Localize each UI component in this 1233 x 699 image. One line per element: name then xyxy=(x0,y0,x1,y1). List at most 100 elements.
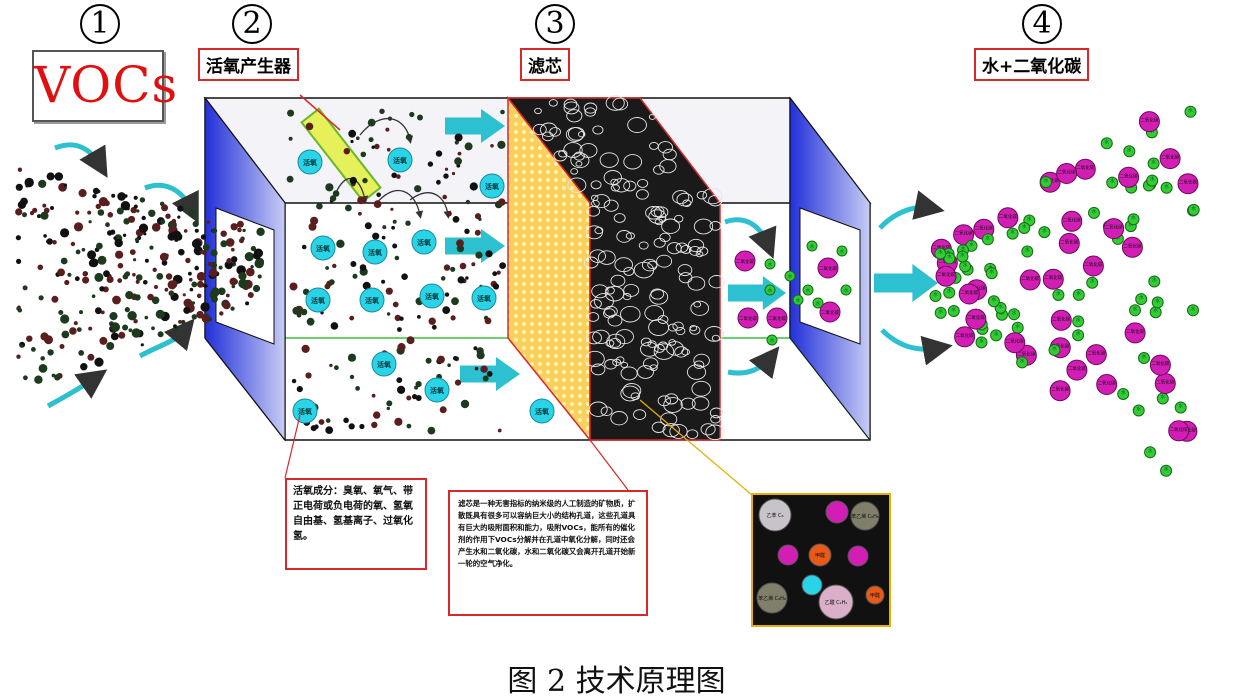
voc-particle xyxy=(113,236,117,240)
voc-particle xyxy=(15,208,23,216)
svg-text:二氧化碳: 二氧化碳 xyxy=(1156,379,1174,386)
voc-particle xyxy=(129,249,136,256)
svg-text:活氧: 活氧 xyxy=(377,360,391,369)
voc-particle xyxy=(168,290,175,297)
filter-pore xyxy=(588,401,608,417)
voc-particle xyxy=(141,215,146,221)
co2-molecule: 二氧化碳 xyxy=(1121,236,1143,258)
svg-text:水: 水 xyxy=(1132,305,1137,312)
voc-particle xyxy=(450,266,456,272)
voc-particle xyxy=(43,234,47,238)
svg-text:水: 水 xyxy=(1178,403,1183,410)
voc-particle xyxy=(100,310,105,315)
svg-text:二氧化碳: 二氧化碳 xyxy=(1161,154,1179,161)
svg-text:水: 水 xyxy=(769,337,774,344)
svg-text:水: 水 xyxy=(1056,290,1061,297)
voc-particle xyxy=(348,423,355,430)
water-molecule: 水 xyxy=(1151,296,1164,309)
voc-particle xyxy=(144,315,149,320)
co2-molecule: 二氧化碳 xyxy=(954,326,976,348)
voc-particle xyxy=(220,240,228,248)
svg-text:水: 水 xyxy=(1190,305,1195,312)
voc-particle xyxy=(405,220,411,226)
voc-particle xyxy=(490,144,494,148)
voc-particle xyxy=(406,336,415,345)
step-number-3: 3 xyxy=(535,4,575,44)
svg-text:水: 水 xyxy=(1139,294,1144,301)
voc-particle xyxy=(349,374,355,380)
svg-text:水: 水 xyxy=(1151,159,1156,166)
voc-particle xyxy=(218,265,223,270)
voc-particle xyxy=(40,356,45,361)
voc-particle xyxy=(385,287,393,295)
svg-text:水: 水 xyxy=(1160,394,1165,401)
co2-molecule: 二氧化碳 xyxy=(1168,420,1190,442)
filter-pore xyxy=(647,260,658,270)
vocs-title: VOCs xyxy=(34,56,179,114)
svg-text:水: 水 xyxy=(1043,177,1048,184)
voc-particle xyxy=(376,192,382,198)
filter-pore xyxy=(711,334,720,342)
svg-text:活氧: 活氧 xyxy=(368,248,382,257)
voc-particle xyxy=(329,195,337,202)
water-molecule: 水 xyxy=(1086,276,1099,289)
filter-pore xyxy=(638,241,649,250)
water-molecule: 水 xyxy=(1132,404,1145,417)
filter-pore xyxy=(625,232,635,240)
co2-molecule: 二氧化碳 xyxy=(935,265,957,287)
voc-particle xyxy=(94,272,104,282)
svg-text:水: 水 xyxy=(960,245,965,252)
co2-molecule: 二氧化碳 xyxy=(1149,354,1171,376)
voc-particle xyxy=(154,285,158,289)
svg-text:二氧化碳: 二氧化碳 xyxy=(768,315,786,322)
filter-pore xyxy=(657,341,669,351)
step-number-4: 4 xyxy=(1022,4,1062,44)
svg-text:水: 水 xyxy=(1091,208,1096,215)
filter-pore xyxy=(663,397,683,413)
filter-pore xyxy=(657,141,673,154)
filter-pore xyxy=(669,423,688,439)
filter-pore xyxy=(587,312,600,322)
voc-particle xyxy=(103,270,110,278)
svg-text:水: 水 xyxy=(938,308,943,315)
filter-pore xyxy=(584,107,597,117)
voc-particle xyxy=(316,202,323,210)
filter-pore xyxy=(584,350,605,367)
voc-particle xyxy=(156,273,164,280)
co2-molecule: 二氧化碳 xyxy=(734,250,756,272)
voc-particle xyxy=(367,118,376,127)
svg-text:二氧化碳: 二氧化碳 xyxy=(937,271,955,278)
water-molecule: 水 xyxy=(1156,392,1169,405)
voc-particle xyxy=(173,324,177,328)
voc-particle xyxy=(485,250,493,258)
voc-particle xyxy=(417,114,423,121)
voc-particle xyxy=(250,265,254,269)
voc-particle xyxy=(70,241,76,247)
active-oxygen-note: 活氧成分：臭氧、氧气、带正电荷或负电荷的氧、氢氧自由基、氢基离子、过氧化氢。 xyxy=(285,478,427,570)
voc-particle xyxy=(46,238,53,245)
voc-particle xyxy=(161,204,169,212)
voc-particle xyxy=(182,293,186,297)
voc-particle xyxy=(456,239,464,248)
voc-particle xyxy=(155,309,165,319)
svg-text:活氧: 活氧 xyxy=(535,407,549,416)
co2-molecule: 二氧化碳 xyxy=(1103,218,1125,240)
voc-particle xyxy=(492,283,500,290)
active-oxygen-molecules: 活氧活氧活氧活氧活氧活氧活氧活氧活氧活氧活氧活氧活氧活氧 xyxy=(292,147,555,424)
voc-particle xyxy=(310,216,319,225)
voc-particle xyxy=(334,365,339,371)
co2-molecule: 二氧化碳 xyxy=(1050,309,1072,331)
svg-text:二氧化碳: 二氧化碳 xyxy=(955,230,973,237)
voc-particle xyxy=(257,274,262,279)
filter-pore xyxy=(532,123,547,136)
voc-particle xyxy=(128,215,136,223)
voc-particle xyxy=(349,176,357,185)
filter-pore xyxy=(661,218,681,234)
filter-pore xyxy=(645,206,662,220)
svg-text:活氧: 活氧 xyxy=(417,238,431,247)
filter-pore xyxy=(644,305,665,322)
voc-particle xyxy=(160,219,166,225)
voc-particle xyxy=(69,327,77,335)
voc-particle xyxy=(122,233,127,237)
svg-text:二氧化碳: 二氧化碳 xyxy=(819,265,837,272)
